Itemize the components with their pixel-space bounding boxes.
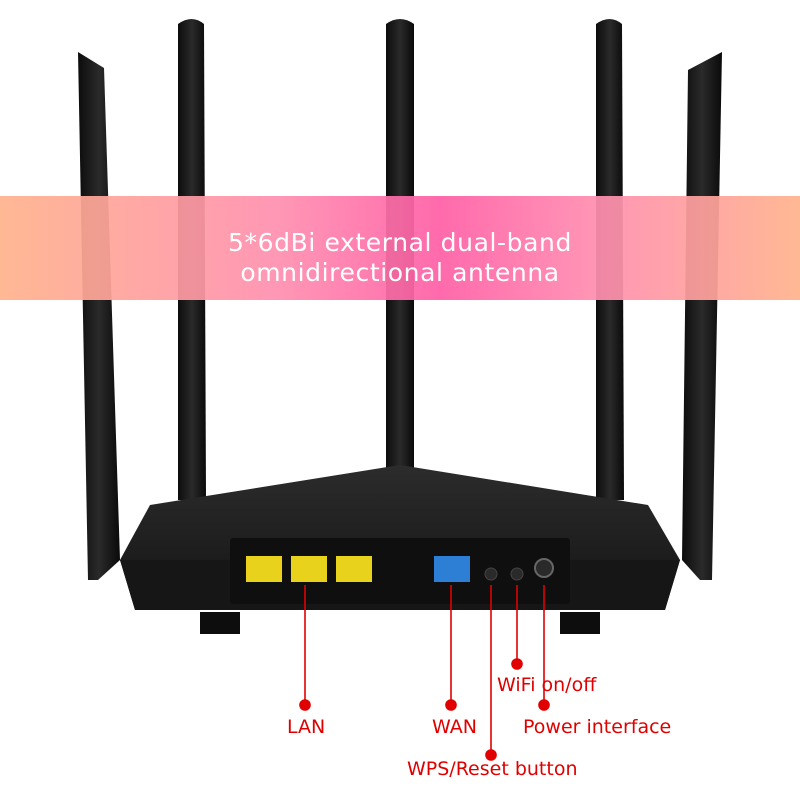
wifi-label: WiFi on/off bbox=[497, 674, 597, 696]
banner-line-2: omnidirectional antenna bbox=[240, 258, 560, 287]
wan-port bbox=[434, 556, 470, 582]
wan-label: WAN bbox=[432, 716, 477, 738]
wps-reset-button bbox=[484, 567, 498, 581]
power-jack bbox=[534, 558, 554, 578]
callout-lines bbox=[299, 585, 550, 761]
wifi-button bbox=[510, 567, 524, 581]
lan-ports bbox=[246, 556, 372, 582]
feature-banner bbox=[0, 196, 800, 300]
lan-label: LAN bbox=[287, 716, 326, 738]
power-label: Power interface bbox=[523, 716, 672, 738]
banner-line-1: 5*6dBi external dual-band bbox=[228, 228, 572, 257]
antenna-far-left bbox=[78, 52, 120, 580]
wps-reset-label: WPS/Reset button bbox=[407, 758, 578, 780]
antenna-far-right bbox=[682, 52, 722, 580]
